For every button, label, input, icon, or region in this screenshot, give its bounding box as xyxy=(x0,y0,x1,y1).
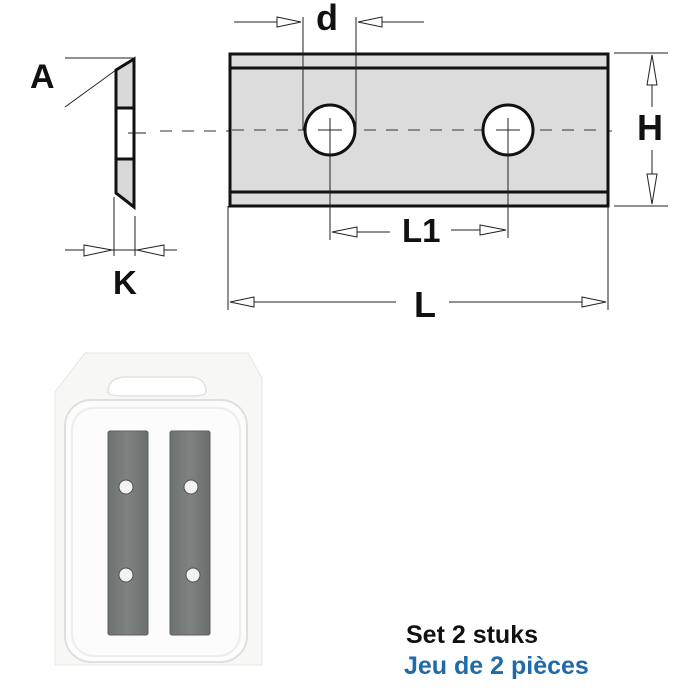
knife-insert-2 xyxy=(169,430,211,636)
label-length-l: L xyxy=(414,284,436,325)
dimension-l xyxy=(227,206,609,310)
label-height-h: H xyxy=(637,107,663,148)
label-hole-diameter-d: d xyxy=(316,0,338,38)
knife-insert-1 xyxy=(107,430,149,636)
side-view xyxy=(64,56,177,257)
label-angle-a: A xyxy=(30,58,55,96)
label-hole-spacing-l1: L1 xyxy=(402,212,441,249)
dimension-l1 xyxy=(329,206,509,240)
caption-dutch: Set 2 stuks xyxy=(406,621,539,649)
label-thickness-k: K xyxy=(113,264,137,301)
dimension-h xyxy=(614,52,668,207)
blister-pack-photo xyxy=(54,352,263,666)
front-view xyxy=(228,52,610,238)
dimension-d xyxy=(234,16,424,130)
caption-french: Jeu de 2 pièces xyxy=(404,652,589,680)
